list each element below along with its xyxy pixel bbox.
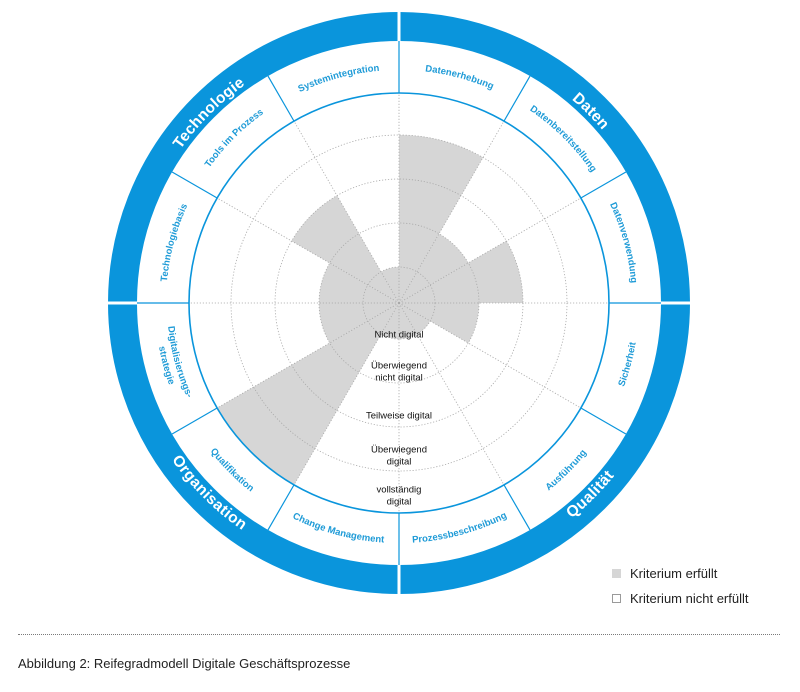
segment-label: Sicherheit [616,340,639,388]
segment-divider [580,171,627,199]
dotted-divider [18,634,780,635]
segment-label: Change Management [291,511,386,546]
maturity-wedge [319,303,399,343]
segment-spoke [293,120,400,304]
maturity-wedge [399,241,523,303]
maturity-wedge [399,303,431,335]
level-label: Überwiegend [371,361,427,372]
legend-swatch-filled [612,569,621,578]
level-label: Nicht digital [374,330,423,341]
level-label: Teilweise digital [366,411,432,422]
segment-label: Ausführung [544,447,590,493]
maturity-wedge [381,303,399,339]
segment-spoke [216,302,400,409]
maturity-wedges [217,135,523,485]
segment-spoke [216,197,400,304]
segment-label: Qualifikation [208,446,256,494]
maturity-wedge [319,263,399,303]
legend-label-filled: Kriterium erfüllt [630,566,718,581]
segment-divider [503,484,531,531]
segment-divider [503,75,531,122]
segment-spoke [398,302,505,486]
segment-label: Technologiebasis [159,202,190,282]
segment-spoke [293,302,400,486]
domain-ring [107,11,691,595]
segment-label: Prozessbeschreibung [412,510,509,546]
level-label: digital [387,457,412,468]
segment-label: Systemintegration [296,63,380,95]
segment-divider [267,75,295,122]
criteria-boundary-ring [188,92,610,514]
legend-label-empty: Kriterium nicht erfüllt [630,591,749,606]
segment-divider [171,407,218,435]
maturity-wedge [217,303,399,485]
figure-caption: Abbildung 2: Reifegradmodell Digitale Ge… [18,656,351,671]
maturity-wedge [291,195,399,303]
level-label: digital [387,497,412,508]
segment-divider [171,171,218,199]
level-label: nicht digital [375,373,423,384]
legend-item-filled: Kriterium erfüllt [612,566,717,581]
maturity-wedge [399,303,417,339]
segment-spoke [398,120,505,304]
legend-item-empty: Kriterium nicht erfüllt [612,591,748,606]
maturity-wedge [381,267,399,303]
segment-divider [580,407,627,435]
segment-label: Datenerhebung [425,63,496,92]
legend-swatch-empty [612,594,621,603]
level-grid [137,41,661,565]
maturity-wedge [399,303,479,343]
maturity-wedge [399,233,469,303]
segment-divider [267,484,295,531]
segment-label: Datenverwendung [607,201,639,284]
level-ring [318,222,480,384]
level-label: vollständig [377,485,422,496]
segment-spoke [398,302,582,409]
maturity-wedge [399,135,483,303]
level-label: Überwiegend [371,445,427,456]
segment-spoke [398,197,582,304]
